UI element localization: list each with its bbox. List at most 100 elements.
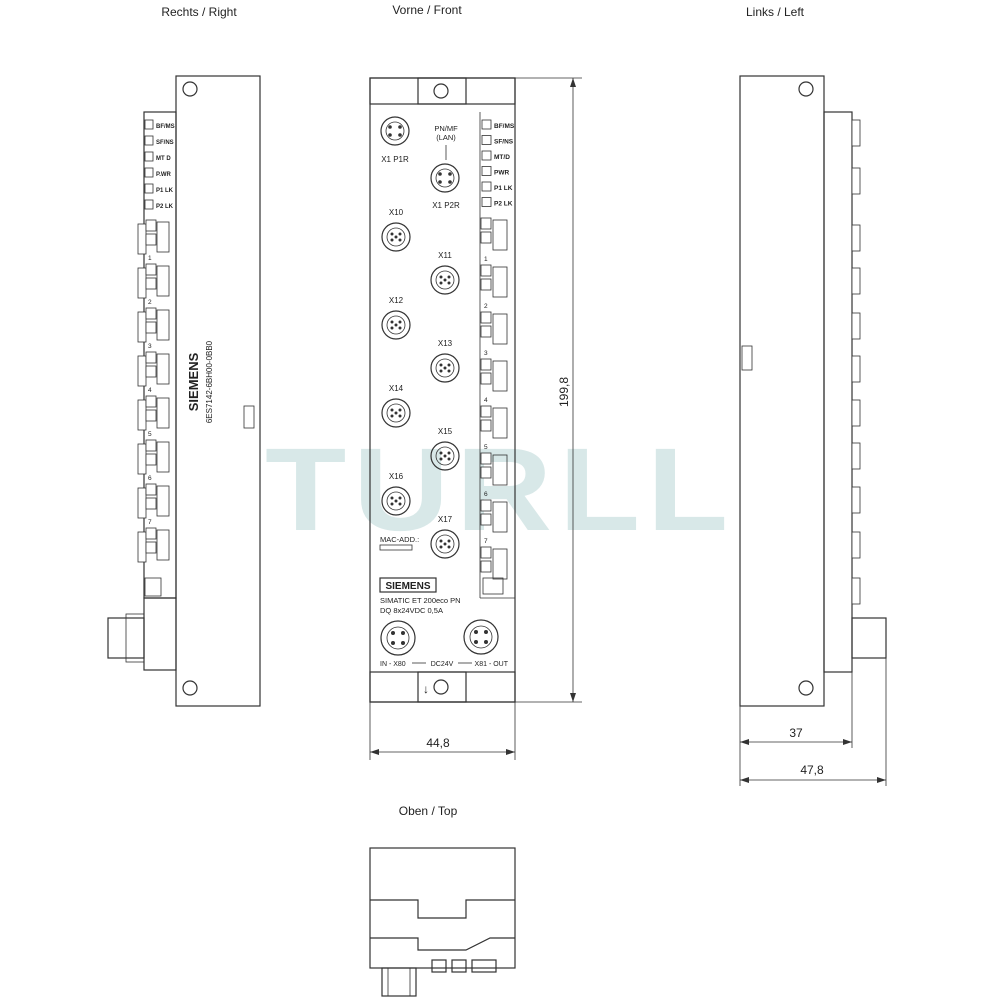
title-right-view: Rechts / Right: [161, 5, 237, 19]
status-led-label: BF/MS: [494, 123, 515, 130]
side-led-label: P.WR: [156, 172, 172, 178]
side-led: [144, 135, 154, 146]
left-connector-rail: [823, 111, 853, 673]
side-connector-bump: [851, 167, 861, 195]
channel-label: 1: [484, 256, 488, 263]
status-led-label: MT/D: [494, 154, 510, 161]
top-power-plug-left: [381, 967, 417, 997]
side-led: [144, 119, 154, 130]
width-dimension: [369, 702, 516, 760]
side-connector-bump: [851, 312, 861, 340]
status-led: [481, 150, 492, 161]
title-left-view: Links / Left: [746, 5, 805, 19]
connector-x17: [430, 529, 460, 559]
mac-label: MAC-ADD.:: [380, 535, 419, 544]
channel-label: 3: [484, 350, 488, 357]
depth-full-label: 47,8: [800, 763, 824, 777]
power-mid-label: DC24V: [431, 661, 454, 668]
height-dimension-label: 199,8: [557, 377, 571, 407]
port-x1-p2r-label: X1 P2R: [432, 201, 460, 210]
channel-label: 4: [484, 397, 488, 404]
channel-group: [480, 405, 508, 439]
side-led-label: P2 LK: [156, 204, 174, 210]
left-view: [739, 75, 887, 707]
channel-label: 2: [484, 303, 488, 310]
front-mount-hole-top: [433, 83, 449, 99]
side-led: [144, 183, 154, 194]
left-mount-hole-bottom: [798, 680, 814, 696]
left-power-plug: [851, 617, 887, 659]
front-brand: SIEMENS: [385, 581, 430, 592]
side-led-label: MT D: [156, 156, 171, 162]
side-connector-bump: [851, 355, 861, 383]
front-mount-hole-bottom: [433, 679, 449, 695]
title-top-view: Oben / Top: [399, 804, 458, 818]
channel-label: 6: [484, 491, 488, 498]
pn-label-line1: PN/MF: [434, 124, 458, 133]
connector-label: X16: [389, 472, 404, 481]
side-connector-bump: [851, 267, 861, 295]
port-x1-p2r: [430, 163, 460, 193]
side-connector-bump: [851, 577, 861, 605]
channel-group: [480, 452, 508, 486]
power-connector-out: [463, 619, 499, 655]
status-led-label: PWR: [494, 170, 509, 177]
connector-x11: [430, 265, 460, 295]
left-body: [739, 75, 825, 707]
svg-text:↓: ↓: [423, 682, 429, 696]
left-mount-hole-top: [798, 81, 814, 97]
side-led: [144, 151, 154, 162]
status-led: [481, 197, 492, 207]
channel-label: 5: [484, 444, 488, 451]
side-order-number: 6ES7142-6BH00-0BB0: [205, 340, 214, 423]
connector-x15: [430, 441, 460, 471]
product-line-1: SIMATIC ET 200eco PN: [380, 596, 461, 605]
connector-label: X10: [389, 208, 404, 217]
front-brand-plate: [379, 577, 437, 593]
status-led-label: SF/NS: [494, 139, 514, 146]
status-led-label: P1 LK: [494, 185, 513, 192]
right-lower-block: [143, 597, 177, 671]
connector-label: X15: [438, 427, 453, 436]
side-led-label: SF/NS: [156, 140, 174, 146]
connector-x10: [381, 222, 411, 252]
status-led: [481, 119, 492, 130]
side-connector-bump: [851, 224, 861, 252]
pn-label-line2: (LAN): [436, 133, 456, 142]
top-view: [369, 847, 516, 997]
title-front-view: Vorne / Front: [392, 3, 462, 17]
width-dimension-label: 44,8: [426, 736, 450, 750]
power-in-label: IN - X80: [380, 661, 406, 668]
side-connector-bump: [851, 531, 861, 559]
side-channel-label: 1: [148, 255, 152, 262]
height-dimension: [515, 77, 582, 703]
product-line-2: DQ 8x24VDC 0,5A: [380, 606, 443, 615]
channel-group: [480, 217, 508, 251]
side-channel-label: 3: [148, 343, 152, 350]
connector-label: X14: [389, 384, 404, 393]
channel-group: [480, 311, 508, 345]
side-led-label: BF/MS: [156, 124, 175, 130]
right-mount-hole-top: [182, 81, 198, 97]
depth-dimensions: [739, 658, 887, 786]
connector-x14: [381, 398, 411, 428]
side-channel-label: 6: [148, 475, 152, 482]
connector-x16: [381, 486, 411, 516]
side-led: [144, 167, 154, 178]
power-out-label: X81 - OUT: [475, 661, 509, 668]
side-led-label: P1 LK: [156, 188, 174, 194]
side-channel-label: 2: [148, 299, 152, 306]
connector-label: X12: [389, 296, 404, 305]
depth-short-label: 37: [789, 726, 803, 740]
side-channel-group: [137, 263, 170, 299]
side-channel-group: [137, 219, 170, 255]
status-led: [481, 166, 492, 176]
side-channel-group: [137, 439, 170, 475]
right-mount-hole-bottom: [182, 680, 198, 696]
channel-group: [480, 264, 508, 298]
side-channel-group: [137, 307, 170, 343]
status-led: [481, 135, 492, 145]
side-connector-bump: [851, 486, 861, 514]
